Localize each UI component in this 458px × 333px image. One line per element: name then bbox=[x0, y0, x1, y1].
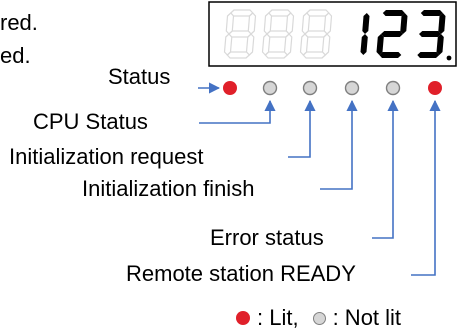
led-cpu-status bbox=[262, 80, 278, 96]
label-initialization-finish: Initialization finish bbox=[82, 176, 255, 201]
label-cpu-status: CPU Status bbox=[33, 109, 148, 134]
legend-lit-label: : Lit, bbox=[257, 305, 299, 330]
cropped-text-fragment-2: ed. bbox=[0, 43, 31, 68]
cropped-text-fragment-1: red. bbox=[0, 10, 38, 35]
leader-lines bbox=[198, 82, 441, 276]
display-decimal-point bbox=[446, 55, 452, 61]
display-digit-3 bbox=[299, 9, 333, 59]
leader-cpu-status bbox=[199, 99, 276, 124]
display-digit-4 bbox=[360, 13, 370, 55]
legend: : Lit, : Not lit bbox=[236, 305, 401, 331]
led-init-finish bbox=[344, 80, 360, 96]
seven-segment-display bbox=[208, 1, 457, 67]
display-digit-5 bbox=[376, 10, 408, 58]
label-status: Status bbox=[108, 64, 171, 89]
not-lit-indicator-icon bbox=[312, 311, 326, 325]
leader-init-finish bbox=[320, 99, 358, 190]
display-digit-2 bbox=[261, 9, 295, 59]
display-digit-1 bbox=[223, 9, 257, 59]
led-remote-ready bbox=[428, 81, 442, 95]
led-status bbox=[223, 81, 237, 95]
led-init-request bbox=[302, 80, 318, 96]
label-remote-station-ready: Remote station READY bbox=[126, 261, 356, 286]
leader-error-status bbox=[372, 99, 399, 239]
label-initialization-request: Initialization request bbox=[9, 144, 204, 169]
leader-init-request bbox=[288, 99, 316, 158]
legend-not-lit-label: : Not lit bbox=[332, 305, 402, 330]
led-row bbox=[223, 80, 442, 96]
label-error-status: Error status bbox=[210, 225, 324, 250]
lit-indicator-icon bbox=[236, 311, 250, 325]
led-error-status bbox=[385, 80, 401, 96]
display-digit-6 bbox=[417, 10, 446, 58]
leader-remote-ready bbox=[411, 99, 441, 276]
